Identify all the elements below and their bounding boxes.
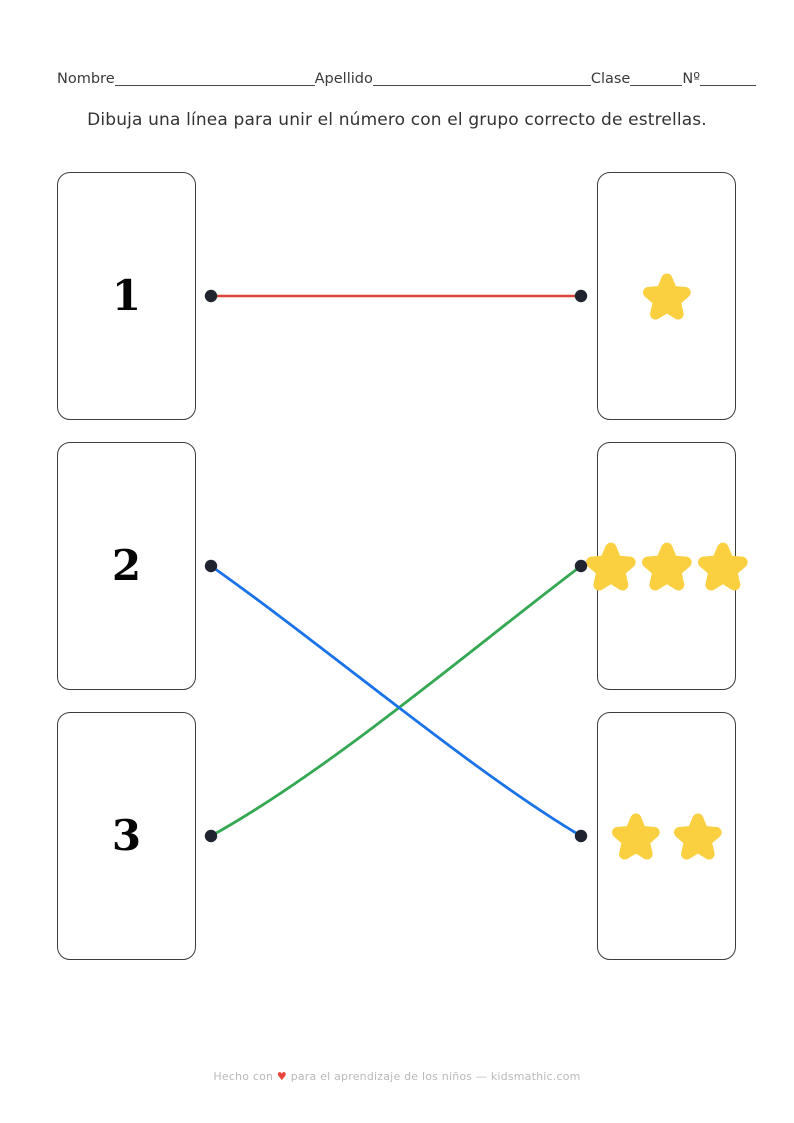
field-label-apellido: Apellido bbox=[314, 70, 373, 87]
footer-suffix: para el aprendizaje de los niños — kidsm… bbox=[290, 1070, 581, 1083]
number-card-3[interactable]: 3 bbox=[57, 712, 196, 960]
field-label-nombre: Nombre bbox=[57, 70, 115, 87]
field-apellido: Apellido bbox=[315, 62, 591, 88]
star-icon bbox=[673, 813, 722, 860]
field-input-nombre[interactable] bbox=[114, 84, 315, 86]
star-icon bbox=[642, 273, 691, 320]
connector-dot-right-one-star[interactable] bbox=[574, 289, 588, 303]
star-card-two-stars[interactable] bbox=[597, 712, 736, 960]
star-card-three-stars[interactable] bbox=[585, 442, 748, 690]
star-card-one-star[interactable] bbox=[597, 172, 736, 420]
field-numero: Nº bbox=[682, 62, 757, 88]
connector-dot-left-3[interactable] bbox=[204, 829, 218, 843]
number-card-2[interactable]: 2 bbox=[57, 442, 196, 690]
field-clase: Clase bbox=[591, 62, 683, 88]
star-icon bbox=[585, 542, 636, 591]
field-label-numero: Nº bbox=[682, 70, 701, 87]
numeral-label: 1 bbox=[111, 271, 142, 320]
star-icon bbox=[611, 813, 660, 860]
connector-line-3-to-three-stars bbox=[210, 564, 582, 838]
footer-prefix: Hecho con bbox=[213, 1070, 274, 1083]
field-nombre: Nombre bbox=[57, 62, 315, 88]
heart-icon: ♥ bbox=[276, 1070, 287, 1083]
header-fields: Nombre Apellido Clase Nº bbox=[57, 62, 757, 88]
instruction-text: Dibuja una línea para unir el número con… bbox=[87, 110, 707, 130]
connector-dot-left-1[interactable] bbox=[204, 289, 218, 303]
connector-line-2-to-two-stars bbox=[210, 564, 582, 838]
connector-dot-left-2[interactable] bbox=[204, 559, 218, 573]
connector-dot-right-two-stars[interactable] bbox=[574, 829, 588, 843]
number-card-1[interactable]: 1 bbox=[57, 172, 196, 420]
numeral-label: 2 bbox=[111, 541, 142, 590]
star-group bbox=[598, 271, 735, 321]
star-group bbox=[585, 540, 748, 592]
footer: Hecho con ♥ para el aprendizaje de los n… bbox=[0, 1070, 794, 1083]
field-label-clase: Clase bbox=[590, 70, 631, 87]
field-input-numero[interactable] bbox=[700, 84, 757, 86]
numeral-label: 3 bbox=[111, 811, 142, 860]
star-icon bbox=[641, 542, 692, 591]
field-input-apellido[interactable] bbox=[372, 84, 591, 86]
star-group bbox=[598, 811, 735, 861]
star-icon bbox=[697, 542, 748, 591]
field-input-clase[interactable] bbox=[630, 84, 683, 86]
